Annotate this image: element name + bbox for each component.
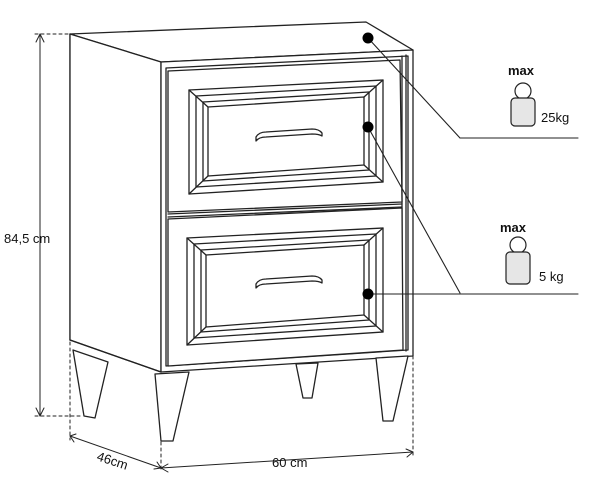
width-label: 60 cm (272, 455, 307, 470)
drawer-lower-handle (255, 275, 323, 289)
max-load-drawer-value: 5 kg (539, 269, 564, 284)
height-label: 84,5 cm (4, 231, 50, 246)
callout-dot-lower-drawer (362, 288, 374, 300)
dimension-lines (34, 33, 414, 473)
drawer-upper (167, 59, 403, 218)
max-load-top-value: 25kg (541, 110, 569, 125)
max-load-drawer-label: max (500, 220, 527, 235)
drawer-upper-handle (255, 128, 323, 142)
legs (72, 349, 409, 442)
weight-icon (505, 236, 531, 285)
callout-dot-top (362, 32, 374, 44)
callout-dot-upper-drawer (362, 121, 374, 133)
max-load-top-label: max (508, 63, 535, 78)
cabinet-side-panel (69, 33, 162, 373)
drawer-lower (167, 207, 404, 367)
callout-top (367, 37, 579, 294)
depth-label: 46cm (95, 449, 130, 473)
weight-icon (510, 82, 536, 127)
